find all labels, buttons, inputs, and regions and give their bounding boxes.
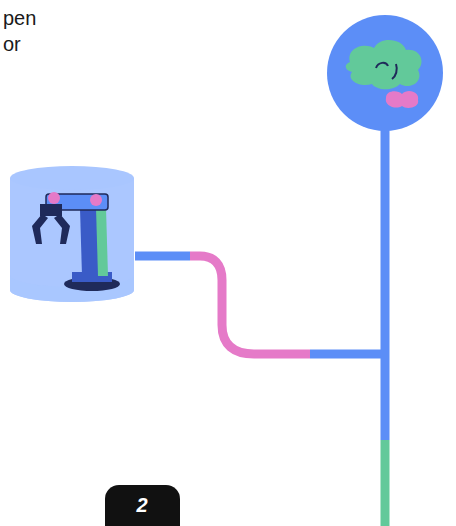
page-number: 2 bbox=[136, 494, 147, 517]
globe-circle bbox=[327, 15, 443, 131]
glass-cylinder bbox=[10, 178, 134, 302]
glass-cylinder bbox=[10, 166, 134, 190]
robot-claw bbox=[54, 214, 70, 244]
text-label: pen bbox=[3, 6, 36, 30]
pink-blob bbox=[386, 91, 418, 108]
trunk-line bbox=[381, 440, 390, 526]
robot-claw bbox=[32, 214, 48, 244]
robot-gripper bbox=[40, 204, 62, 216]
smile-arc bbox=[376, 63, 388, 68]
pipe bbox=[190, 256, 310, 354]
robot-joint bbox=[48, 192, 60, 204]
robot-joint bbox=[90, 194, 102, 206]
pipe bbox=[310, 350, 385, 359]
robot-pillar bbox=[96, 208, 108, 276]
smile-arc bbox=[392, 64, 397, 79]
text-label: or bbox=[3, 32, 21, 56]
trunk-line bbox=[381, 120, 390, 440]
cloud-blob bbox=[346, 40, 422, 89]
page-number-box: 2 bbox=[105, 485, 180, 526]
pipe bbox=[135, 252, 190, 261]
